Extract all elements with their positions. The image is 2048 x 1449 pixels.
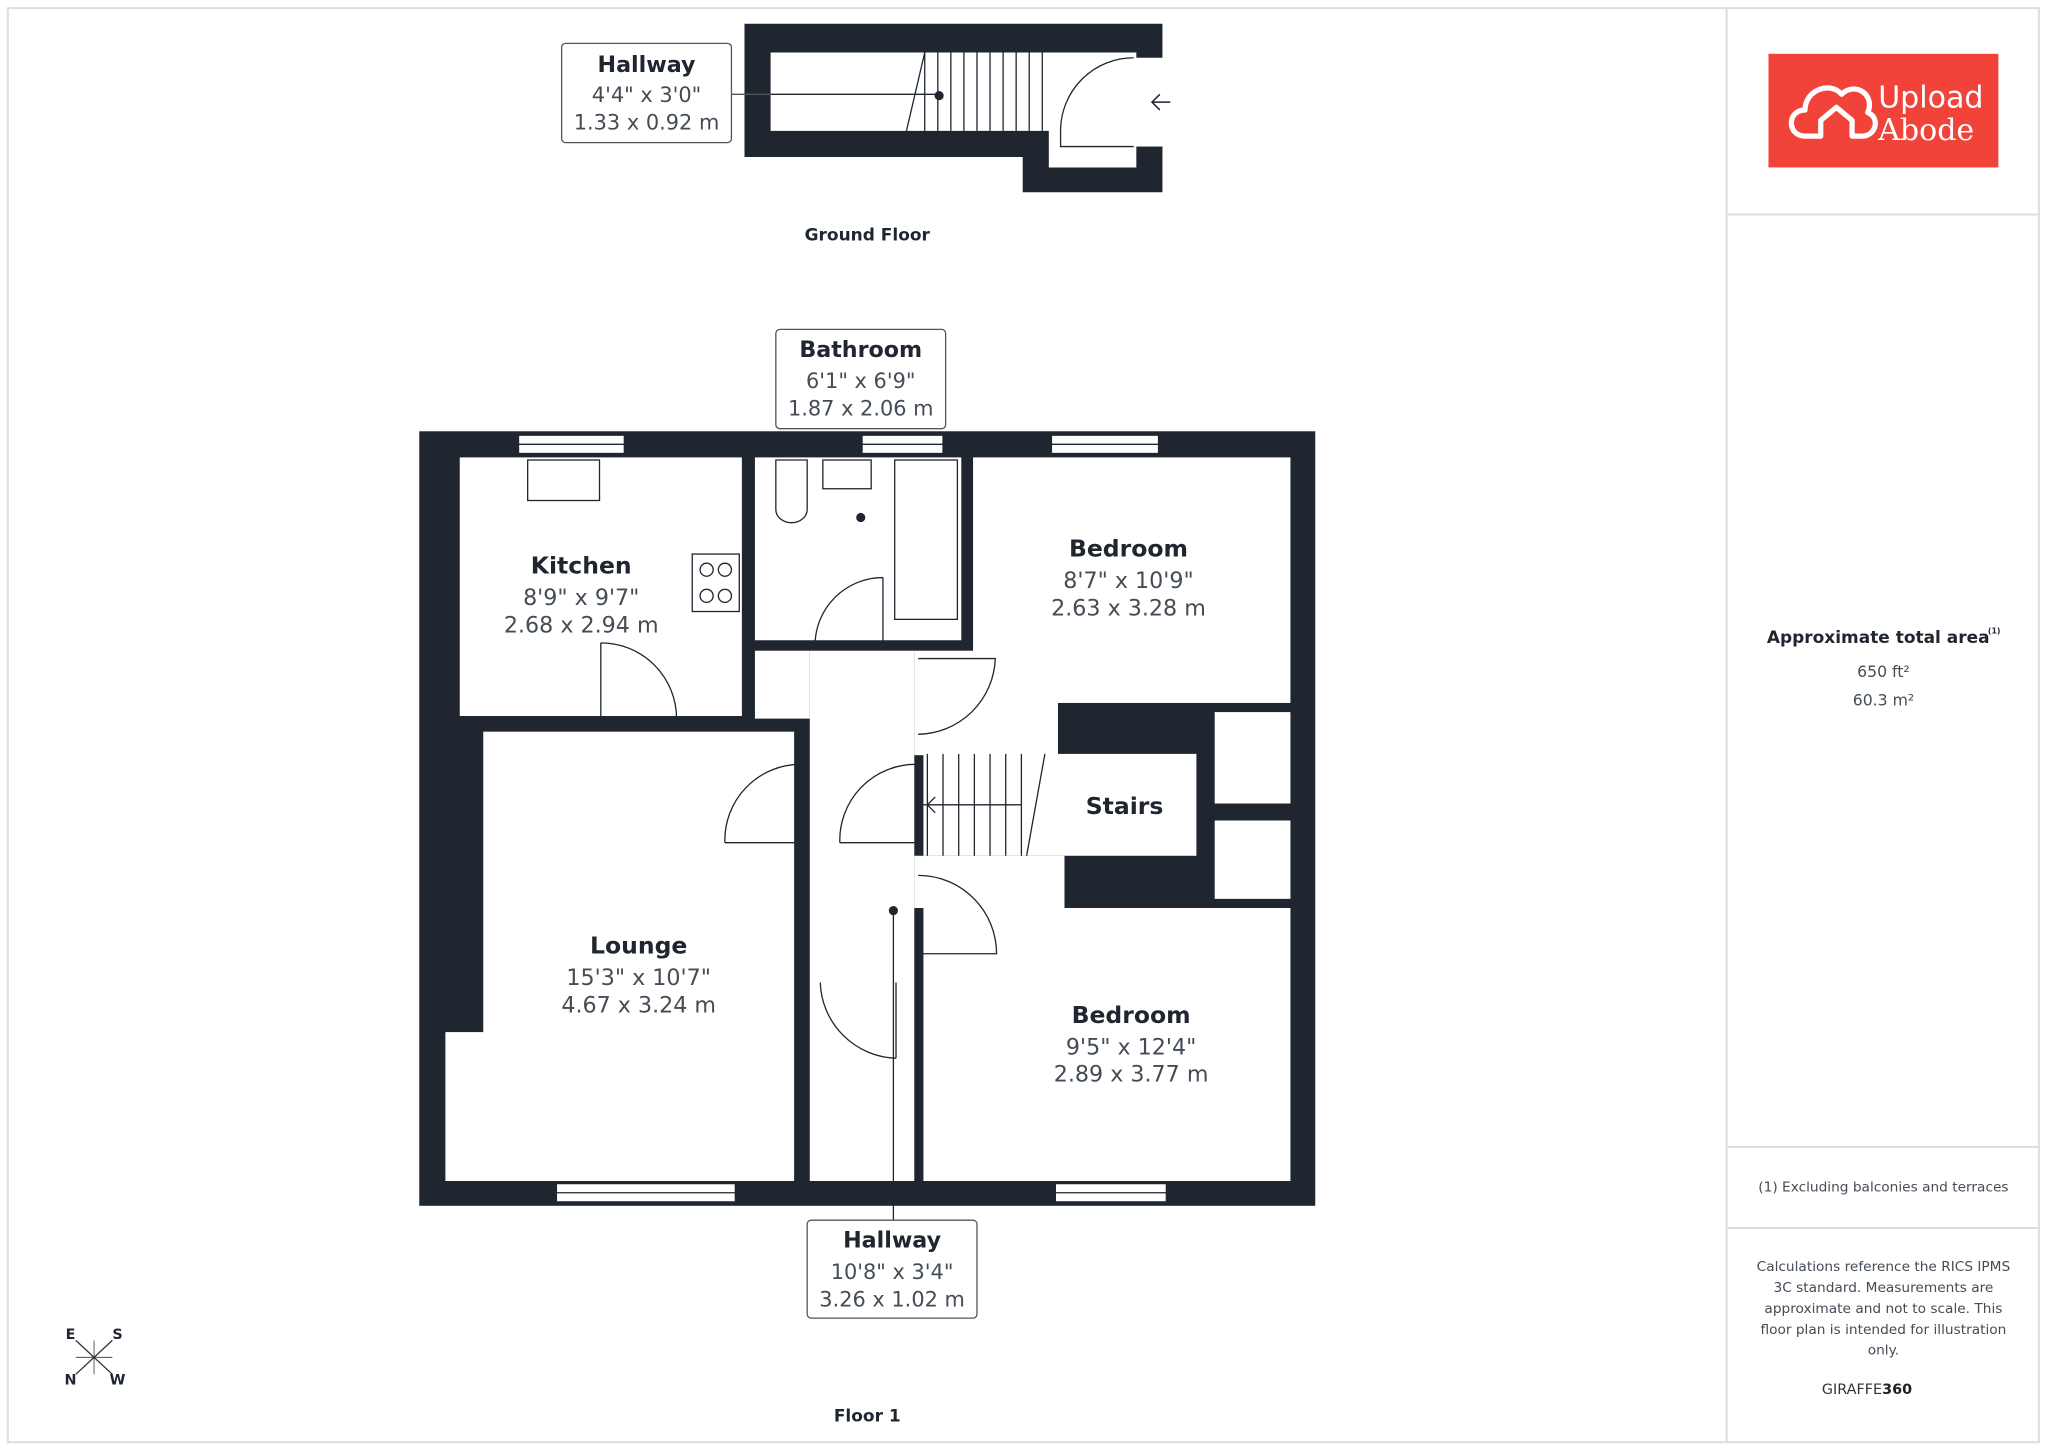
stairs-icon [923,753,1046,856]
room-imperial: 10'8" x 3'4" [831,1260,954,1284]
room-name: Lounge [590,932,687,960]
disclaimer-line: 3C standard. Measurements are [1773,1280,1993,1296]
room-label-hallway-floor1 [806,1219,978,1319]
page-border [6,7,2040,1444]
hallway-area [809,650,915,1181]
floor-name: Floor 1 [834,1406,901,1426]
disclaimer-line: floor plan is intended for illustration [1760,1322,2006,1338]
room-name: Hallway [598,52,697,78]
room-name: Bathroom [799,337,922,363]
room-imperial: 4'4" x 3'0" [592,83,701,107]
room-metric: 1.33 x 0.92 m [574,111,720,135]
room-metric: 3.26 x 1.02 m [819,1287,965,1311]
room-name: Stairs [1086,792,1164,820]
footnote: (1) Excluding balconies and terraces [1758,1179,2008,1195]
compass-n: N [65,1373,77,1389]
room-imperial: 6'1" x 6'9" [806,369,915,393]
sink-icon [527,459,601,502]
floor-1-plan: Kitchen 8'9" x 9'7" 2.68 x 2.94 m Bedroo… [419,328,1316,1426]
room-imperial: 8'7" x 10'9" [1063,568,1193,594]
disclaimer-line: approximate and not to scale. This [1764,1301,2002,1317]
room-metric: 2.89 x 3.77 m [1054,1062,1209,1088]
area-ft: 650 ft² [1857,662,1910,681]
room-metric: 2.63 x 3.28 m [1051,595,1206,621]
bath-icon [894,459,959,621]
room-label-hallway-ground [560,42,733,144]
disclaimer-line: only. [1868,1343,1899,1359]
credit-bold: 360 [1882,1382,1912,1398]
bathroom-area [754,457,962,641]
toilet-icon [775,459,808,524]
room-name: Kitchen [531,552,632,580]
door-icon [1059,57,1134,148]
lounge-area [483,731,795,1181]
basin-icon [822,459,872,490]
area-note-marker: (1) [1988,627,2001,636]
door-icons [600,576,998,1221]
room-imperial: 15'3" x 10'7" [566,965,711,991]
logo-line1: Upload [1878,80,1983,115]
compass-e: E [66,1327,76,1343]
entrance-arrow-icon [1150,93,1171,111]
compass-icon: E S N W [65,1327,126,1389]
ground-floor-plan: Hallway 4'4" x 3'0" 1.33 x 0.92 m Ground… [560,23,1171,246]
room-name: Bedroom [1069,535,1188,563]
disclaimer-line: Calculations reference the RICS IPMS [1757,1259,2011,1275]
floor-name: Ground Floor [805,226,931,246]
room-imperial: 9'5" x 12'4" [1066,1034,1196,1060]
logo-line2: Abode [1877,113,1974,148]
upload-abode-logo: Upload Abode [1768,53,1999,168]
room-name: Bedroom [1072,1001,1191,1029]
cloud-house-icon [1788,85,1878,139]
area-title: Approximate total area [1767,628,1990,648]
room-metric: 1.87 x 2.06 m [788,397,934,421]
room-metric: 4.67 x 3.24 m [561,993,716,1019]
room-imperial: 8'9" x 9'7" [523,585,639,611]
hob-icon [691,553,740,613]
windows [517,434,1168,1203]
area-m: 60.3 m² [1853,691,1914,710]
room-label-bathroom [775,328,947,430]
room-metric: 2.68 x 2.94 m [504,612,659,638]
compass-w: W [110,1373,126,1389]
credit-light: GIRAFFE [1822,1382,1882,1398]
room-name: Hallway [843,1228,942,1254]
compass-s: S [112,1327,122,1343]
